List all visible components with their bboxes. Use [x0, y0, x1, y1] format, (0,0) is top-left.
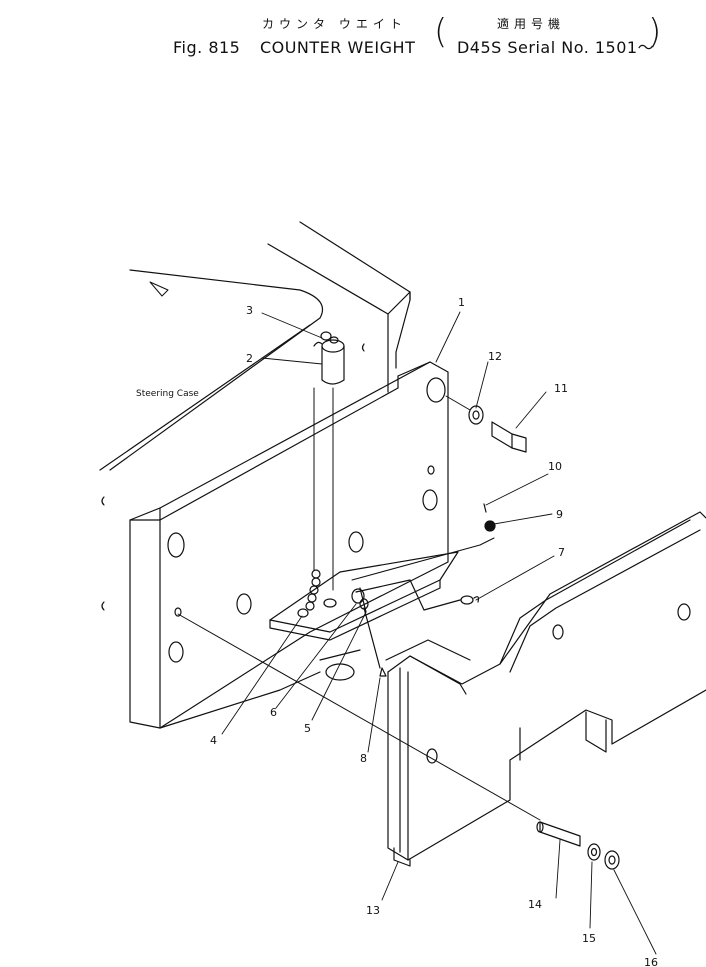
- washer: [587, 843, 601, 861]
- pin-hole: [174, 607, 182, 617]
- bolt-hole: [422, 489, 438, 511]
- callout-10: 10: [548, 460, 562, 473]
- chain-ring: [320, 331, 332, 341]
- callout-3: 3: [246, 304, 253, 317]
- callout-16: 16: [644, 956, 658, 967]
- bracket-left: (: [434, 12, 448, 52]
- figure-title: COUNTER WEIGHT: [259, 38, 416, 57]
- clip: [460, 595, 474, 605]
- part-callouts: 1 2 3 4 5 6 7 8 9 10 11 12 13 14 15 16: [210, 296, 658, 967]
- callout-7: 7: [558, 546, 565, 559]
- bolt-hole: [348, 531, 364, 553]
- lock-pin: [313, 331, 345, 591]
- steering-case-label: Steering Case: [136, 389, 199, 399]
- cotter-pin: [483, 503, 487, 513]
- bolt-hole: [236, 593, 252, 615]
- leader-lines: [221, 311, 657, 955]
- title-japanese: カウンタ ウエイト: [262, 17, 407, 31]
- callout-8: 8: [360, 752, 367, 765]
- callout-12: 12: [488, 350, 502, 363]
- figure-number: Fig. 815: [173, 38, 241, 57]
- callout-11: 11: [554, 382, 568, 395]
- callout-6: 6: [270, 706, 277, 719]
- callout-15: 15: [582, 932, 596, 945]
- hex-nut: [604, 850, 620, 870]
- stud-bolt: [539, 821, 581, 847]
- bolt-and-washer: [445, 395, 527, 453]
- counter-weight-plate: [129, 361, 459, 729]
- chain: [297, 387, 321, 618]
- applicability-japanese: 適用号機: [497, 17, 566, 31]
- callout-2: 2: [246, 352, 253, 365]
- nut: [484, 520, 496, 532]
- stud-washer-nut: [177, 613, 620, 870]
- washer: [468, 405, 484, 425]
- small-pin: [379, 667, 387, 677]
- chain-hook: [297, 608, 309, 618]
- callout-14: 14: [528, 898, 542, 911]
- callout-9: 9: [556, 508, 563, 521]
- bracket-right: ): [648, 12, 662, 52]
- steering-case: Steering Case: [99, 221, 411, 611]
- fastener-cluster: [351, 503, 496, 677]
- serial-range: D45S Serial No. 1501～: [456, 38, 655, 57]
- callout-4: 4: [210, 734, 217, 747]
- counter-weight-block: [385, 511, 706, 867]
- callout-5: 5: [304, 722, 311, 735]
- hook-hole: [323, 598, 337, 608]
- bolt-hole: [426, 377, 446, 403]
- pin-hole: [427, 465, 435, 475]
- figure-heading: Fig. 815 COUNTER WEIGHT D45S Serial No. …: [173, 34, 668, 58]
- bolt-hole: [168, 641, 184, 663]
- bolt-hole: [167, 532, 185, 558]
- callout-13: 13: [366, 904, 380, 917]
- callout-1: 1: [458, 296, 465, 309]
